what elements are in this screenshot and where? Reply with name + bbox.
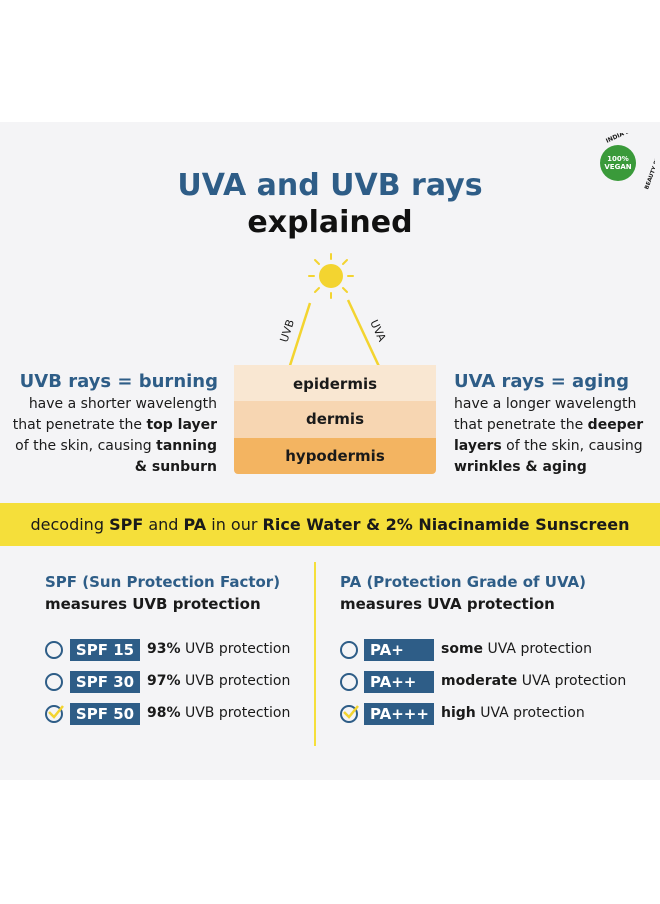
spf-desc: 97% UVB protection	[147, 673, 291, 689]
radio-icon[interactable]	[45, 673, 63, 691]
check-icon	[343, 705, 359, 719]
pa-heading: PA (Protection Grade of UVA)	[340, 573, 587, 591]
radio-icon[interactable]	[340, 673, 358, 691]
pa-subheading: measures UVA protection	[340, 595, 555, 613]
pa-badge: PA++	[364, 671, 434, 693]
pa-row: PA+ some UVA protection	[340, 639, 640, 661]
spf-badge: SPF 15	[70, 639, 140, 661]
uva-description: have a longer wavelength that penetrate …	[454, 396, 644, 475]
layer-dermis: dermis	[234, 401, 436, 438]
pa-badge: PA+	[364, 639, 434, 661]
badge-center2: VEGAN	[604, 163, 631, 171]
radio-icon[interactable]	[340, 641, 358, 659]
radio-checked-icon[interactable]	[45, 705, 63, 723]
decoding-banner: decoding SPF and PA in our Rice Water & …	[0, 503, 660, 546]
spf-row: SPF 15 93% UVB protection	[45, 639, 305, 661]
spf-row: SPF 30 97% UVB protection	[45, 671, 305, 693]
spf-heading: SPF (Sun Protection Factor)	[45, 573, 281, 591]
spf-desc: 98% UVB protection	[147, 705, 291, 721]
pa-desc: moderate UVA protection	[441, 673, 627, 689]
spf-desc: 93% UVB protection	[147, 641, 291, 657]
radio-icon[interactable]	[45, 641, 63, 659]
radio-checked-icon[interactable]	[340, 705, 358, 723]
pa-desc: high UVA protection	[441, 705, 585, 721]
pa-badge: PA+++	[364, 703, 434, 725]
check-icon	[48, 705, 64, 719]
uva-heading: UVA rays = aging	[454, 371, 629, 392]
spf-row: SPF 50 98% UVB protection	[45, 703, 305, 725]
spf-badge: SPF 30	[70, 671, 140, 693]
layer-epidermis: epidermis	[234, 365, 436, 401]
vegan-badge-icon: 100% VEGAN INDIA'S 1st BEAUTY BRAND	[600, 133, 655, 190]
pa-row: PA+++ high UVA protection	[340, 703, 640, 725]
spf-badge: SPF 50	[70, 703, 140, 725]
page-title: UVA and UVB rays	[177, 168, 483, 203]
pa-desc: some UVA protection	[441, 641, 592, 657]
spf-subheading: measures UVB protection	[45, 595, 261, 613]
badge-center1: 100%	[607, 155, 629, 163]
column-divider	[314, 562, 316, 746]
layer-hypodermis: hypodermis	[234, 438, 436, 474]
uvb-description: have a shorter wavelength that penetrate…	[12, 396, 217, 475]
page-subtitle: explained	[247, 205, 413, 240]
uvb-heading: UVB rays = burning	[19, 371, 218, 392]
pa-row: PA++ moderate UVA protection	[340, 671, 640, 693]
badge-top: INDIA'S 1st	[605, 133, 642, 145]
